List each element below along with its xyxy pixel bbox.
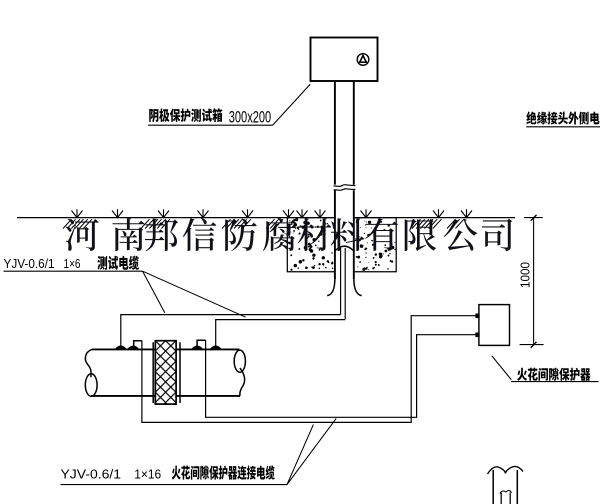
- svg-text:1000: 1000: [518, 262, 533, 288]
- svg-text:1×16: 1×16: [134, 467, 161, 482]
- svg-text:YJV-0.6/1: YJV-0.6/1: [4, 257, 55, 271]
- svg-text:YJV-0.6/1: YJV-0.6/1: [61, 467, 122, 482]
- svg-text:300x200: 300x200: [229, 108, 271, 126]
- svg-text:1×6: 1×6: [64, 257, 81, 271]
